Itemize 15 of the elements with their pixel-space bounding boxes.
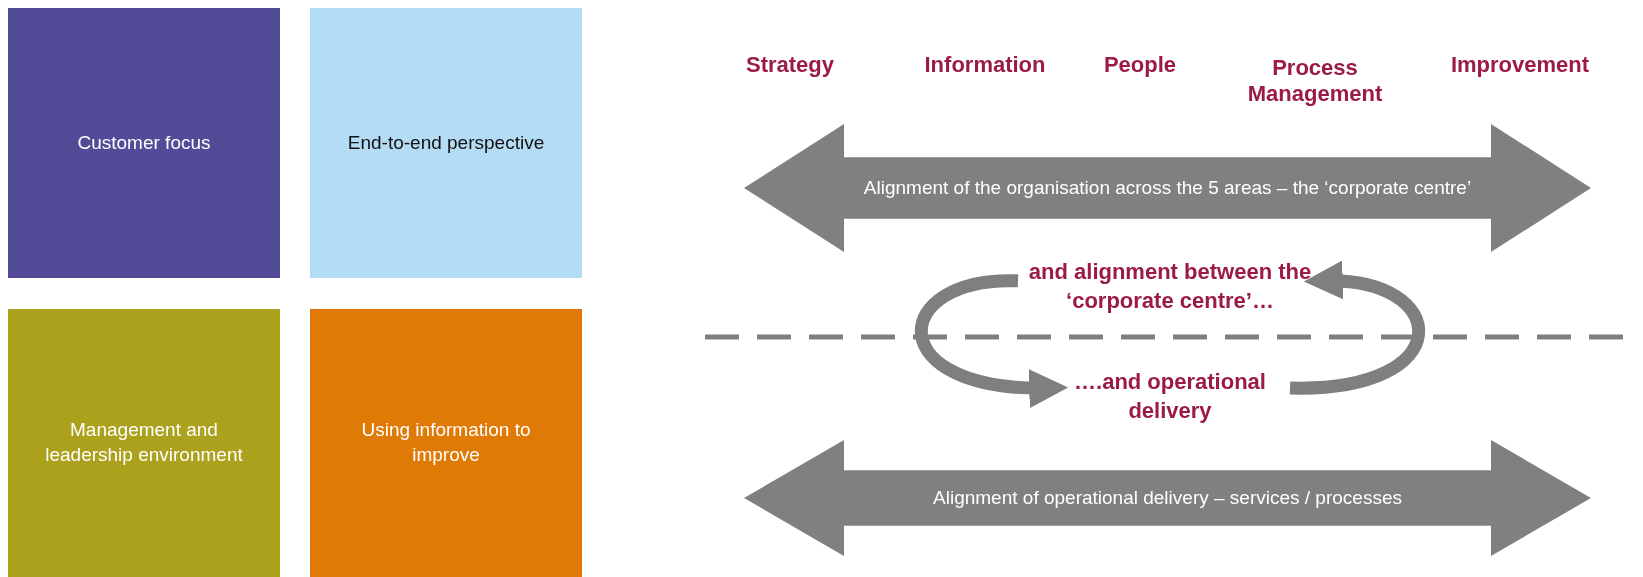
column-heading: Strategy <box>744 52 835 79</box>
curved-arrow <box>1289 262 1425 395</box>
arrow-label: Alignment of the organisation across the 5 areas – the ‘corporate centre’ <box>863 177 1472 199</box>
column-heading: Improvement <box>1449 52 1591 79</box>
alignment-text: and alignment between the ‘corporate centre’… <box>1018 258 1322 316</box>
column-heading: Process Management <box>1246 55 1384 108</box>
column-heading: Information <box>923 52 1047 79</box>
column-heading: People <box>1102 52 1178 79</box>
curved-arrow <box>915 274 1069 407</box>
category-tile: End-to-end perspective <box>310 8 582 278</box>
category-tile: Management and leadership environment <box>8 309 280 577</box>
alignment-text: ….and operational delivery <box>1050 368 1290 426</box>
arrow-label: Alignment of operational delivery – services / processes <box>933 487 1402 509</box>
category-tile: Customer focus <box>8 8 280 278</box>
category-tile: Using information to improve <box>310 309 582 577</box>
